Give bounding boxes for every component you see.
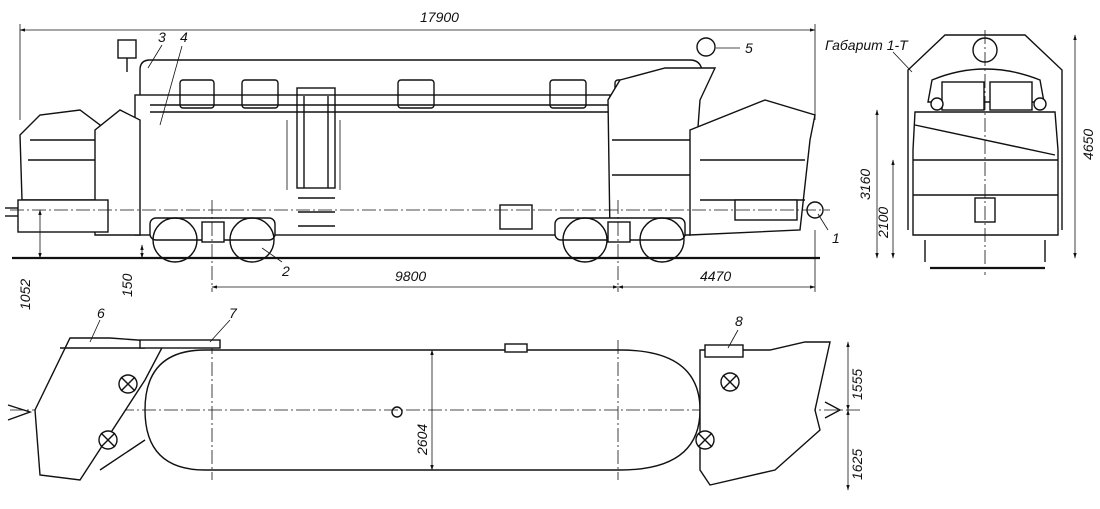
headlight-left — [117, 39, 137, 59]
headlight-right — [696, 37, 716, 57]
window — [549, 79, 587, 109]
dim-wing-upper: 1555 — [849, 369, 865, 400]
end-body — [912, 111, 1059, 236]
callout-1: 1 — [832, 230, 840, 246]
callout-7: 7 — [229, 305, 238, 321]
dim-overall-length: 17900 — [420, 9, 459, 25]
dim-bogie-base: 9800 — [395, 268, 426, 284]
dim-wing-lower: 1625 — [849, 449, 865, 480]
callout-4: 4 — [180, 29, 188, 45]
left-plow-front — [19, 109, 101, 201]
callout-2: 2 — [281, 263, 290, 279]
plan-body — [144, 349, 701, 471]
callout-3: 3 — [158, 29, 166, 45]
dim-rail-clearance: 150 — [119, 273, 135, 297]
roof-outline — [139, 59, 703, 95]
dim-height-total: 4650 — [1080, 129, 1096, 160]
left-frame — [17, 199, 109, 233]
side-elevation-view: 17900 9800 4470 1052 150 3 4 5 1 2 — [5, 9, 840, 310]
cab-window-right — [989, 81, 1033, 111]
car-body — [134, 94, 611, 236]
dim-height-lower: 2100 — [875, 207, 891, 239]
dim-overhang: 4470 — [700, 268, 731, 284]
box-hatch — [499, 204, 533, 230]
plan-right-plow — [699, 341, 831, 486]
window — [397, 79, 435, 109]
dim-height-body: 3160 — [857, 169, 873, 200]
end-view: Габарит 1-Т 4650 3160 2100 — [825, 30, 1096, 275]
gauge-label: Габарит 1-Т — [825, 37, 909, 53]
callout-5: 5 — [745, 40, 753, 56]
plan-wing-8 — [704, 344, 744, 358]
dim-buffer-height: 1052 — [17, 279, 33, 310]
dim-width: 2604 — [414, 424, 430, 456]
cab-window-left — [941, 81, 985, 111]
callout-8: 8 — [735, 313, 743, 329]
plan-wing-7 — [139, 339, 221, 349]
window — [179, 79, 215, 109]
door — [296, 87, 336, 189]
plan-left-plow — [34, 337, 167, 481]
bogie-left — [149, 217, 276, 263]
callout-6: 6 — [97, 305, 105, 321]
plan-view: 2604 1555 1625 6 7 8 — [7, 305, 865, 491]
window — [241, 79, 279, 109]
bogie-right — [554, 217, 686, 263]
